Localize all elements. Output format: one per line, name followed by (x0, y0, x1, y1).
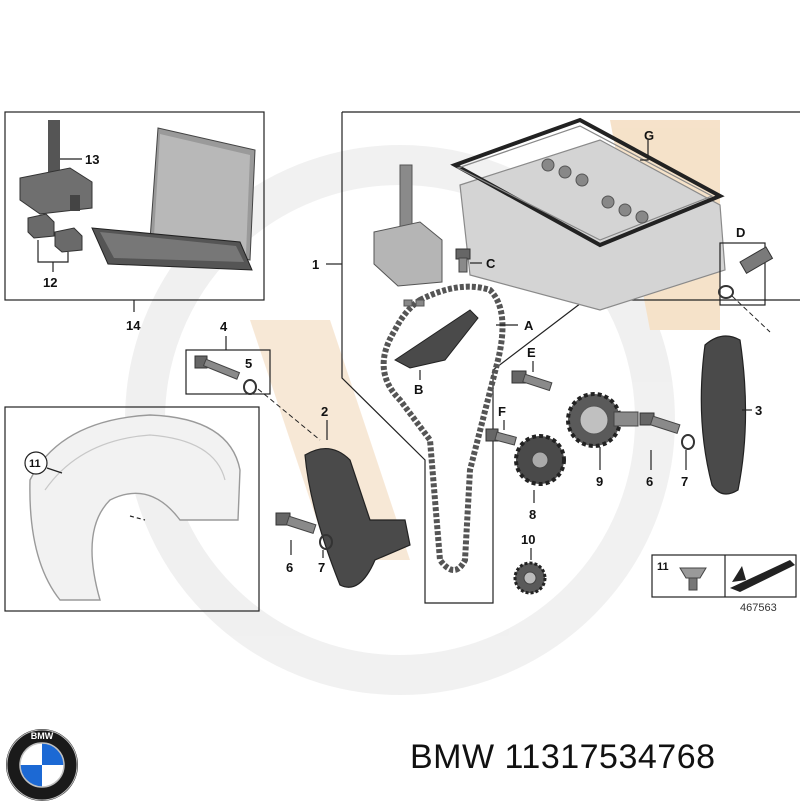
callout-13: 13 (85, 152, 99, 167)
callout-6a: 6 (286, 560, 293, 575)
callout-3: 3 (755, 403, 762, 418)
callout-7b: 7 (681, 474, 688, 489)
callout-5: 5 (245, 356, 252, 371)
bolt-6-right-icon (639, 412, 681, 435)
clips-icon (403, 299, 425, 307)
callout-d: D (736, 225, 745, 240)
callout-e: E (527, 345, 536, 360)
crank-sprocket-icon (513, 561, 547, 595)
callout-2: 2 (321, 404, 328, 419)
clip-icon (679, 567, 707, 591)
vanos-sprocket-icon (566, 392, 639, 448)
bolt-icon (194, 355, 241, 380)
callout-f: F (498, 404, 506, 419)
bolt-seal-box (185, 349, 271, 395)
seal-ring-icon (243, 379, 257, 395)
callout-12: 12 (43, 275, 57, 290)
tool-12-icon (27, 213, 83, 253)
callout-7a: 7 (318, 560, 325, 575)
bolt-e-icon (511, 370, 553, 392)
callout-8: 8 (529, 507, 536, 522)
bmw-logo: BMW (6, 729, 78, 801)
bolt-6-left-icon (275, 512, 317, 535)
tool-case-icon (91, 127, 256, 271)
figure-number: 467563 (740, 602, 777, 614)
callout-b: B (414, 382, 423, 397)
callout-14: 14 (126, 318, 141, 333)
legend-box (651, 554, 797, 598)
callout-6b: 6 (646, 474, 653, 489)
fender-liner-icon (29, 414, 241, 601)
tool-13-icon (19, 120, 93, 215)
callout-10: 10 (521, 532, 535, 547)
callout-g: G (644, 128, 654, 143)
callout-a: A (524, 318, 534, 333)
bolt-f-icon (485, 428, 517, 446)
cylinder-head-icon (450, 117, 726, 311)
legend-callout-11: 11 (657, 561, 669, 573)
logo-letters: BMW (31, 731, 54, 741)
callout-11: 11 (29, 458, 41, 470)
callout-4: 4 (220, 319, 228, 334)
guide-rail-icon (304, 448, 411, 588)
tension-rail-icon (700, 335, 747, 495)
callout-c: C (486, 256, 496, 271)
callout-9: 9 (596, 474, 603, 489)
cam-sprocket-icon (514, 434, 566, 486)
bolt-d-box (719, 242, 766, 306)
callout-1: 1 (312, 257, 319, 272)
reference-arrow-icon (730, 560, 795, 592)
fender-liner-box (4, 406, 260, 612)
chain-guide-b-icon (394, 309, 479, 369)
plug-d-icon (739, 246, 774, 274)
timing-chain-icon (380, 283, 506, 573)
bolt-c-icon (455, 248, 471, 273)
brand-part-number: BMW 11317534768 (410, 738, 716, 776)
locating-tool-icon (373, 164, 443, 287)
